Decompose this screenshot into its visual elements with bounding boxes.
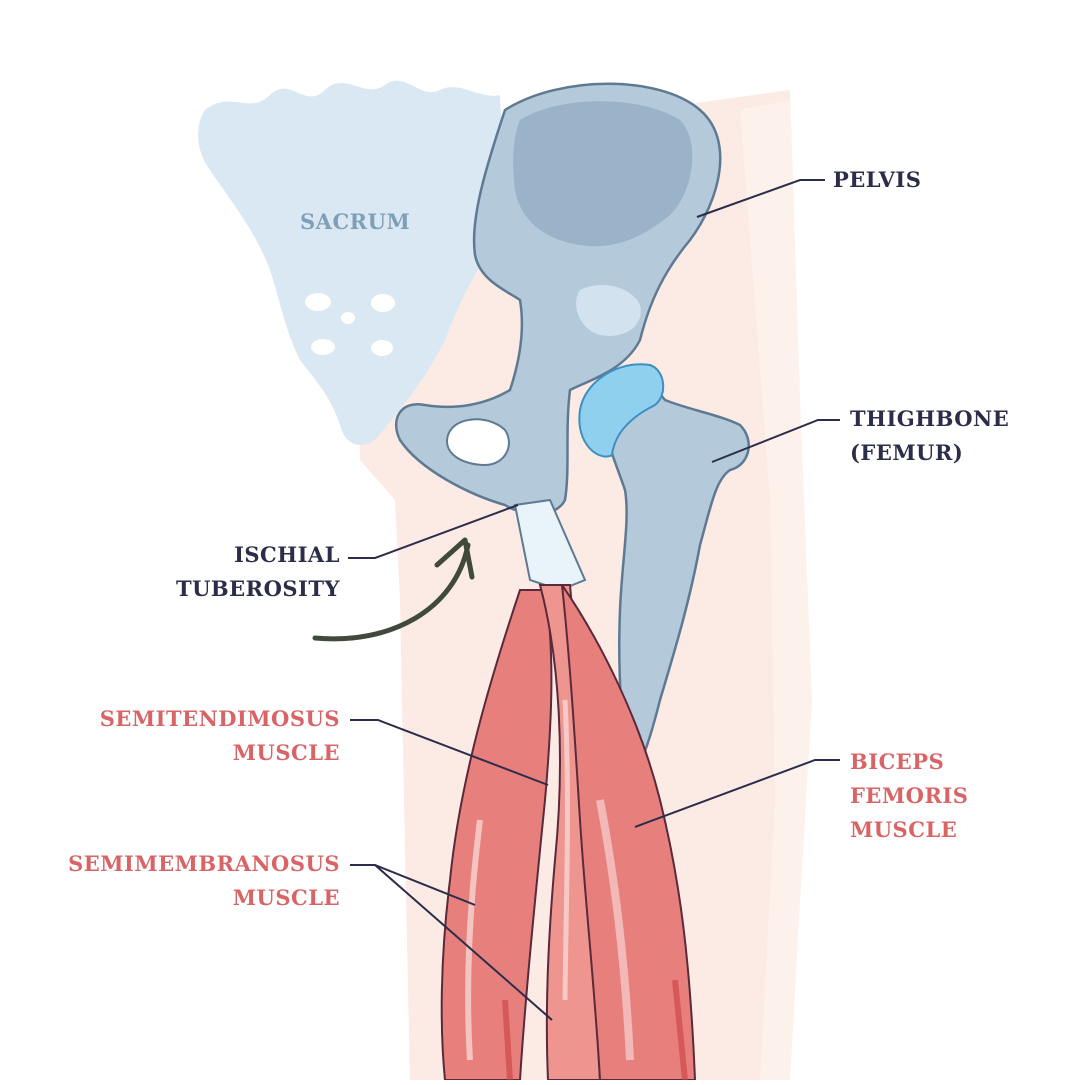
- sacral-foramen: [305, 293, 331, 311]
- arrow-head-icon: [434, 537, 475, 580]
- leg-highlight: [740, 100, 812, 1080]
- pelvis-label-line: PELVIS: [833, 167, 922, 192]
- sacrum-bone: [198, 80, 505, 445]
- semitendinosus-label: SEMITENDIMOSUS MUSCLE: [100, 702, 340, 770]
- thighbone-label-line-2: (FEMUR): [850, 440, 964, 465]
- sacrum-label-line: SACRUM: [300, 209, 411, 234]
- thighbone-leader-line: [711, 419, 840, 463]
- pelvis-leader-line: [696, 179, 825, 218]
- biceps-label-line-1: BICEPS: [850, 749, 945, 774]
- muscle-fiber: [562, 699, 570, 1001]
- semimembranosus-label-line-1: SEMIMEMBRANOSUS: [68, 851, 340, 876]
- biceps-label-line-2: FEMORIS: [850, 783, 969, 808]
- thighbone-label: THIGHBONE (FEMUR): [850, 402, 1009, 470]
- thighbone-label-line-1: THIGHBONE: [850, 406, 1010, 431]
- ischial-label-line-1: ISCHIAL: [234, 542, 340, 567]
- ischial-tuberosity-label: ISCHIAL TUBEROSITY: [176, 538, 340, 606]
- pelvis-label: PELVIS: [833, 163, 921, 197]
- semimembranosus-leader-line-b: [374, 864, 553, 1021]
- semitendinosus-label-line-2: MUSCLE: [232, 740, 340, 765]
- semimembranosus-label-line-2: MUSCLE: [232, 885, 340, 910]
- sacrum-label: SACRUM: [300, 205, 410, 239]
- femur-bone: [598, 377, 750, 783]
- semitendinosus-label-line-1: SEMITENDIMOSUS: [99, 706, 340, 731]
- ischial-leader-line: [348, 504, 519, 559]
- semitendinosus-leader-line: [350, 719, 549, 786]
- acetabulum-shade: [576, 285, 641, 336]
- biceps-leader-line: [634, 759, 840, 828]
- curved-arrow: [312, 542, 471, 642]
- biceps-label-line-3: MUSCLE: [850, 817, 958, 842]
- biceps-femoris-label: BICEPS FEMORIS MUSCLE: [850, 745, 968, 847]
- muscle-fiber: [672, 979, 688, 1081]
- obturator-foramen: [446, 418, 510, 467]
- pelvis-highlight: [513, 101, 693, 247]
- hamstring-tendon: [513, 498, 587, 592]
- muscle-fiber: [465, 819, 483, 1061]
- sacral-foramen: [371, 340, 393, 356]
- femur-head-cartilage: [578, 363, 665, 458]
- muscle-fiber: [596, 799, 634, 1061]
- sacral-foramen: [341, 312, 355, 324]
- ischial-label-line-2: TUBEROSITY: [175, 576, 340, 601]
- semimembranosus-label: SEMIMEMBRANOSUS MUSCLE: [68, 847, 340, 915]
- sacral-foramen: [371, 294, 395, 312]
- sacral-foramen: [311, 339, 335, 355]
- muscle-fiber: [502, 999, 513, 1081]
